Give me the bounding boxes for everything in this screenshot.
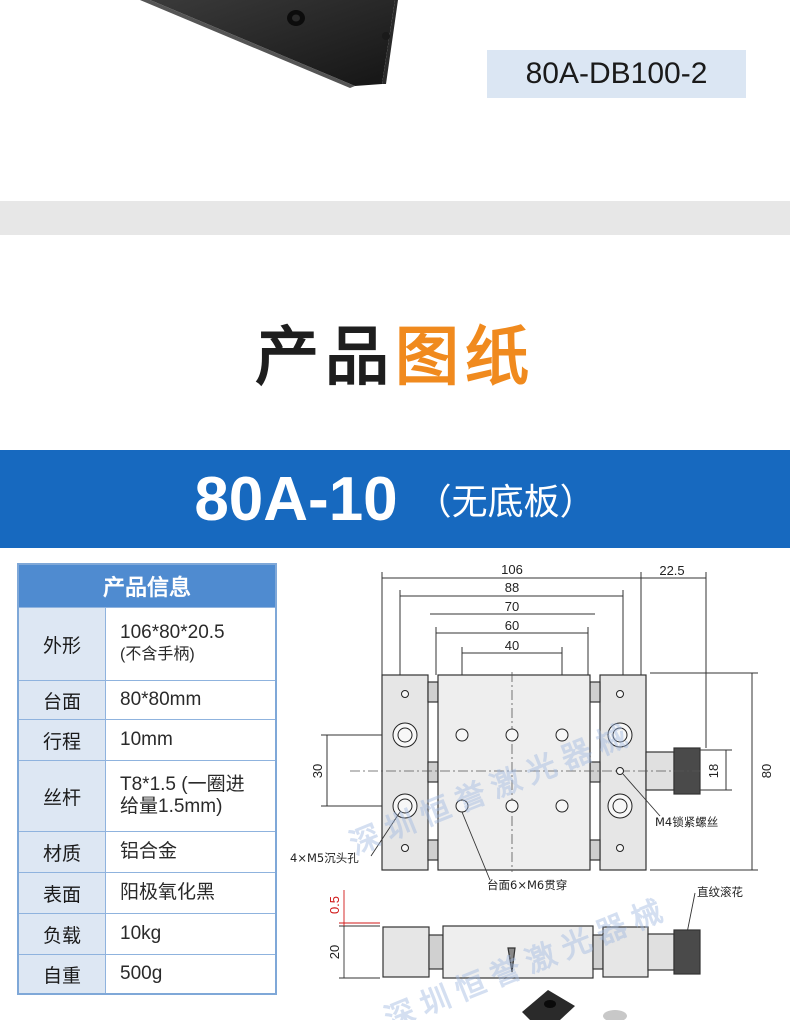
spec-row-load: 负载 10kg — [19, 913, 275, 954]
annotation-m5: 4×M5沉头孔 — [290, 851, 359, 865]
bottom-photo-fragment — [522, 990, 627, 1020]
spec-key: 负载 — [19, 914, 106, 954]
model-banner: 80A-10 （无底板） — [0, 450, 790, 548]
section-divider — [0, 201, 790, 235]
annotation-m4: M4锁紧螺丝 — [655, 815, 718, 829]
technical-drawing: 106 88 70 60 40 22.5 30 18 80 0.5 20 M4锁… — [290, 562, 774, 1020]
spec-table-header: 产品信息 — [19, 565, 275, 607]
spec-value-line1: T8*1.5 (一圈进 — [120, 774, 245, 795]
banner-subtitle: （无底板） — [415, 482, 596, 523]
spec-key: 自重 — [19, 955, 106, 993]
dim-106: 106 — [501, 562, 523, 577]
spec-key: 台面 — [19, 681, 106, 719]
spec-row-shape: 外形 106*80*20.5 (不含手柄) — [19, 607, 275, 680]
product-photo — [0, 0, 790, 200]
spec-value: T8*1.5 (一圈进 给量1.5mm) — [106, 761, 275, 831]
spec-key: 材质 — [19, 832, 106, 872]
spec-value: 铝合金 — [120, 841, 178, 862]
spec-key: 外形 — [19, 608, 106, 680]
spec-key: 行程 — [19, 720, 106, 760]
annotation-knurl: 直纹滚花 — [697, 885, 743, 899]
spec-value: 106*80*20.5 (不含手柄) — [106, 608, 275, 680]
spec-row-table: 台面 80*80mm — [19, 680, 275, 719]
spec-row-weight: 自重 500g — [19, 954, 275, 993]
spec-value: 80*80mm — [120, 689, 202, 710]
annotation-m6: 台面6×M6贯穿 — [487, 878, 567, 892]
dim-22-5: 22.5 — [659, 563, 684, 578]
spec-row-stroke: 行程 10mm — [19, 719, 275, 760]
dim-0-5: 0.5 — [327, 896, 342, 914]
spec-key: 丝杆 — [19, 761, 106, 831]
model-tag: 80A-DB100-2 — [487, 50, 746, 98]
spec-value-line2: 给量1.5mm) — [120, 796, 223, 817]
dim-20: 20 — [327, 945, 342, 959]
spec-value: 500g — [120, 963, 163, 984]
spec-row-screw: 丝杆 T8*1.5 (一圈进 给量1.5mm) — [19, 760, 275, 831]
spec-value: 10kg — [120, 923, 162, 944]
spec-value: 10mm — [120, 729, 173, 750]
section-title-part1: 产品 — [255, 321, 395, 395]
spec-value: 阳极氧化黑 — [120, 882, 216, 903]
section-title: 产品图纸 — [0, 306, 790, 398]
banner-model: 80A-10 — [194, 464, 398, 534]
section-title-part2: 图纸 — [395, 321, 535, 395]
spec-row-surface: 表面 阳极氧化黑 — [19, 872, 275, 913]
dim-88: 88 — [505, 580, 519, 595]
stage-photo-image — [140, 0, 398, 88]
spec-row-material: 材质 铝合金 — [19, 831, 275, 872]
spec-table: 产品信息 外形 106*80*20.5 (不含手柄) 台面 80*80mm 行程… — [17, 563, 277, 995]
dim-60: 60 — [505, 618, 519, 633]
dim-70: 70 — [505, 599, 519, 614]
spec-value-note: (不含手柄) — [120, 646, 195, 663]
dim-40: 40 — [505, 638, 519, 653]
dim-30: 30 — [310, 764, 325, 778]
dim-80: 80 — [759, 764, 774, 778]
spec-key: 表面 — [19, 873, 106, 913]
spec-value-main: 106*80*20.5 — [120, 622, 225, 643]
dim-18: 18 — [706, 764, 721, 778]
